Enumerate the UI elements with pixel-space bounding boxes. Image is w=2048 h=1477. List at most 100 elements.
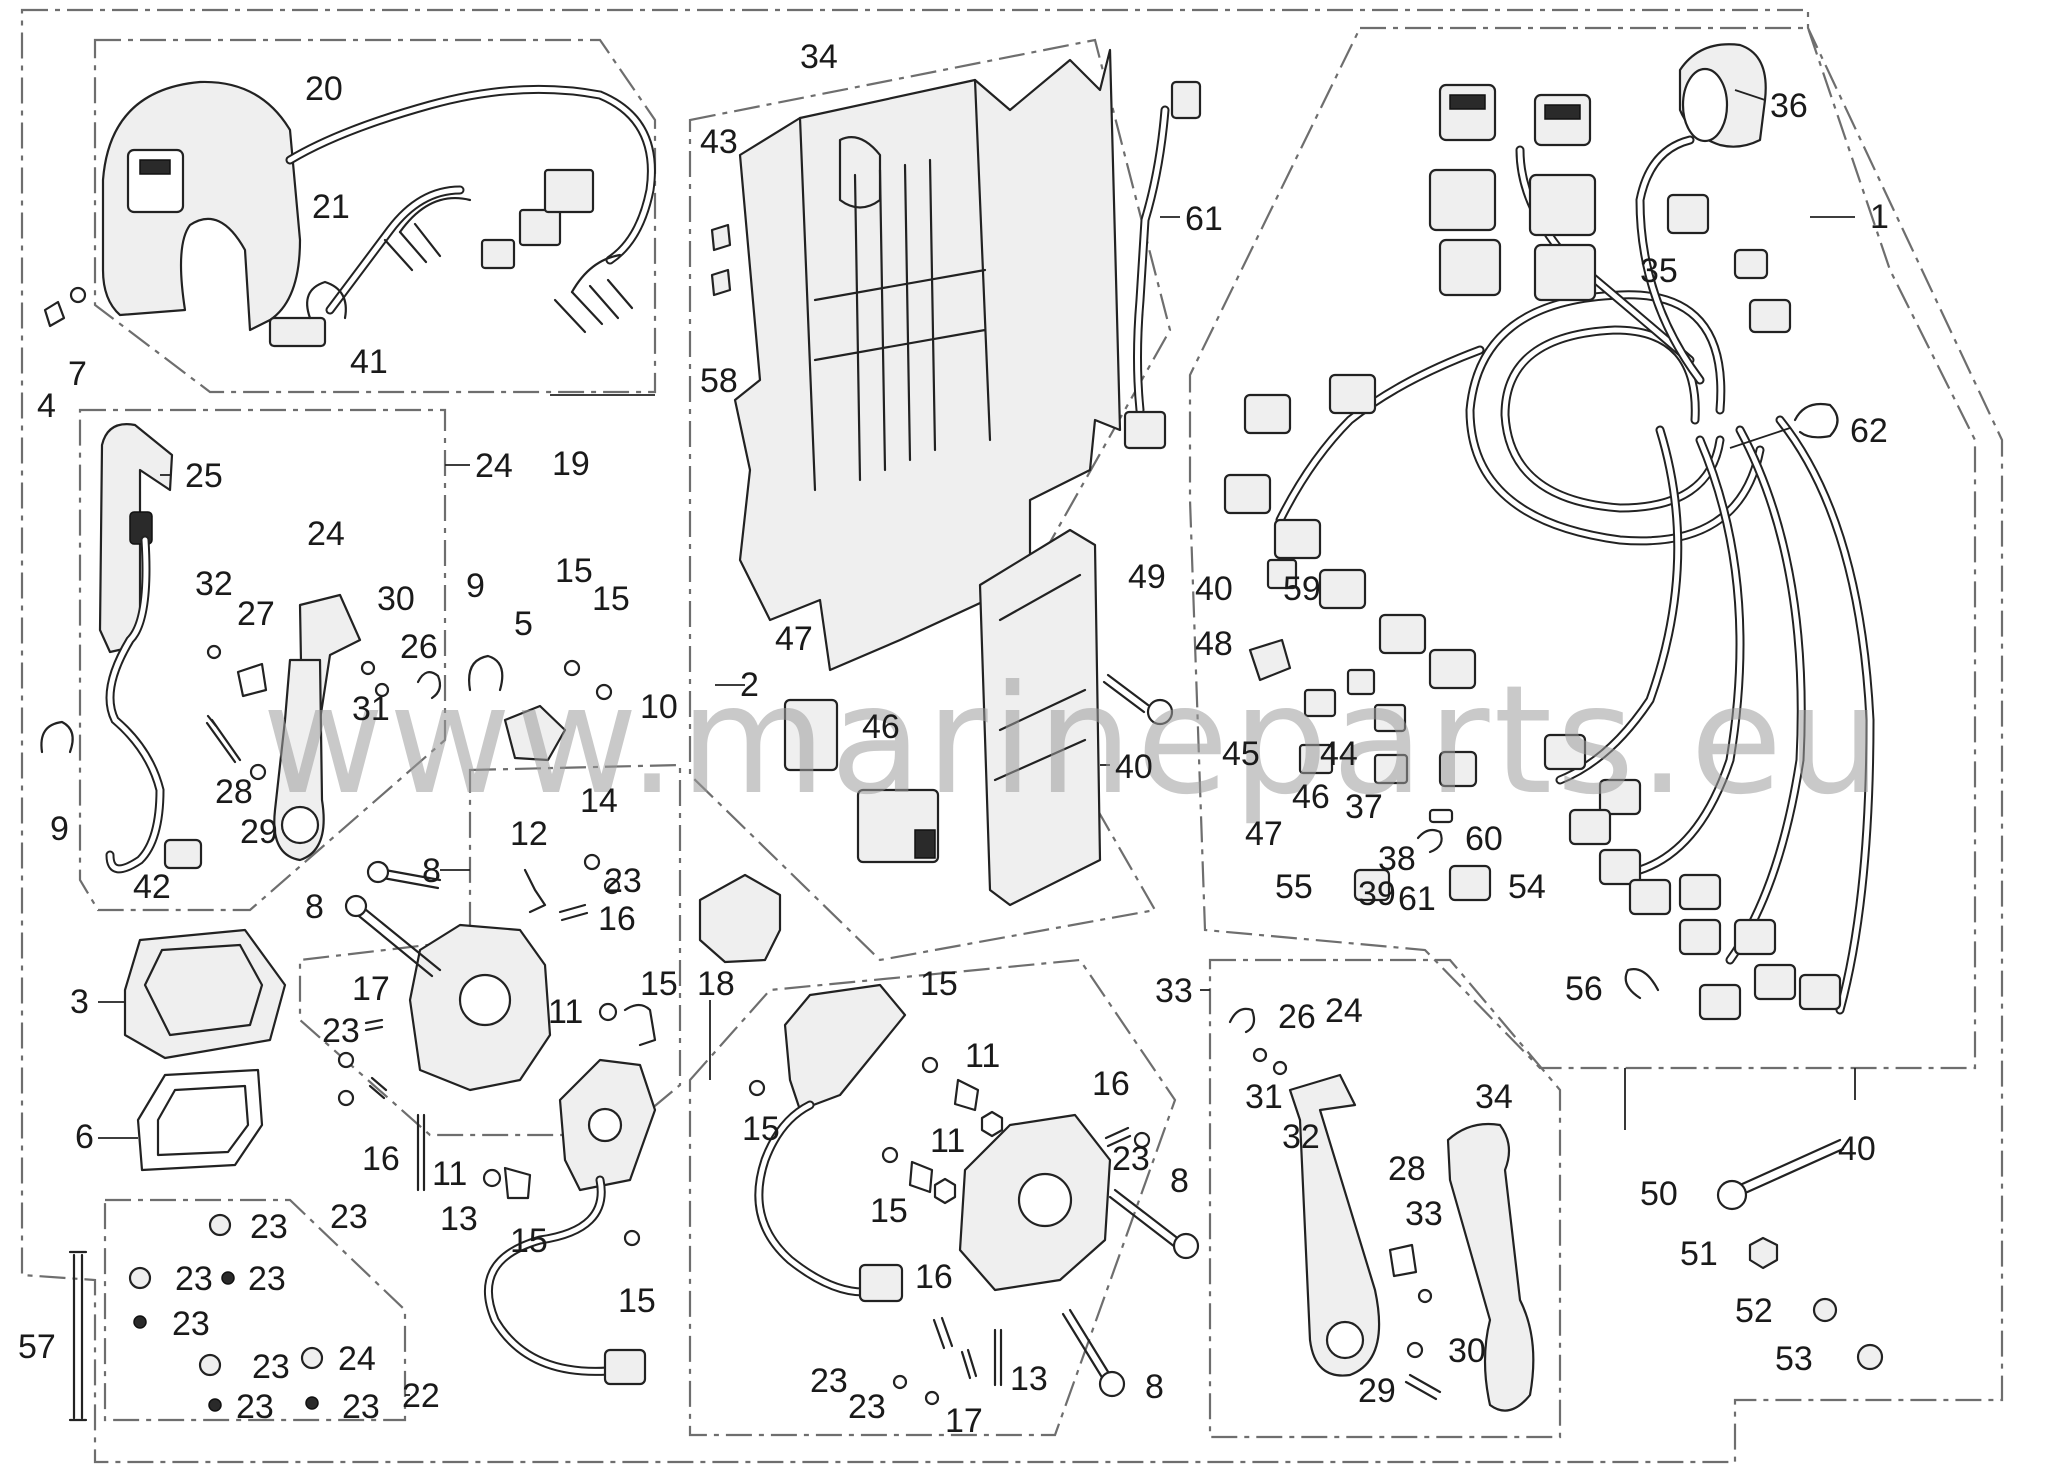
callout-22: 22 bbox=[402, 1377, 440, 1415]
callout-49: 47 bbox=[775, 620, 813, 658]
connector-45 bbox=[163, 838, 203, 870]
clip-15c bbox=[623, 1003, 657, 1047]
group-25-parts bbox=[40, 423, 442, 874]
washer-11b bbox=[482, 1168, 502, 1188]
screw-15b bbox=[595, 683, 613, 701]
callout-44: 41 bbox=[350, 343, 388, 381]
callout-20: 20 bbox=[305, 70, 343, 108]
callout-46: 44 bbox=[1320, 735, 1358, 773]
clamp-64 bbox=[1793, 402, 1839, 439]
bolt-52 bbox=[1102, 673, 1150, 714]
callout-23: 23 bbox=[604, 862, 642, 900]
group-19-boundary bbox=[93, 38, 657, 394]
callout-23: 23 bbox=[330, 1198, 368, 1236]
callout-13: 13 bbox=[440, 1200, 478, 1238]
callout-53: 50 bbox=[1640, 1175, 1678, 1213]
callout-40: 37 bbox=[1345, 788, 1383, 826]
callout-8: 8 bbox=[1170, 1162, 1189, 1200]
callout-15: 15 bbox=[920, 965, 958, 1003]
callout-61: 59 bbox=[1283, 570, 1321, 608]
callout-29: 27 bbox=[237, 595, 275, 633]
group-2-boundary bbox=[688, 38, 1172, 962]
nut-23g bbox=[305, 1396, 319, 1410]
bolt-8d bbox=[1061, 1308, 1112, 1381]
relay-42 bbox=[1266, 558, 1298, 590]
relay-49 bbox=[783, 698, 839, 772]
callout-15: 15 bbox=[618, 1282, 656, 1320]
connector-block-c bbox=[543, 168, 595, 214]
callout-32: 31 bbox=[1245, 1078, 1283, 1116]
nut-23i bbox=[892, 1374, 908, 1390]
group-18-parts bbox=[748, 983, 1200, 1406]
clip-59 bbox=[1624, 968, 1660, 1000]
nut-11d bbox=[933, 1177, 957, 1205]
callout-9: 9 bbox=[466, 567, 485, 605]
bolt-30b bbox=[1404, 1373, 1442, 1401]
callout-2: 2 bbox=[740, 666, 759, 704]
callout-7: 7 bbox=[68, 355, 87, 393]
callout-12: 12 bbox=[510, 815, 548, 853]
screw-15f bbox=[748, 1079, 766, 1097]
washer-31b bbox=[1406, 1341, 1424, 1359]
pin-17 bbox=[364, 1018, 384, 1032]
callout-24: 23 bbox=[252, 1348, 290, 1386]
connector-10 bbox=[603, 1348, 647, 1386]
screw-15a bbox=[563, 659, 581, 677]
callout-47: 46 bbox=[1292, 778, 1330, 816]
terminal-connectors-right bbox=[553, 253, 634, 334]
screw-14 bbox=[583, 853, 601, 871]
clip-40b bbox=[1416, 828, 1443, 854]
terminal-connectors-left bbox=[383, 196, 472, 272]
pin-16d bbox=[932, 1316, 954, 1350]
connector-cluster-top bbox=[1428, 83, 1597, 302]
switch-knob-18 bbox=[1017, 1172, 1073, 1228]
callout-15: 15 bbox=[640, 965, 678, 1003]
nut-24a bbox=[208, 1213, 232, 1237]
connector-1a bbox=[1748, 298, 1792, 334]
spring-9 bbox=[40, 720, 74, 754]
switch-knob-10 bbox=[458, 973, 512, 1027]
connector-18b bbox=[858, 1263, 904, 1303]
screw-15i bbox=[881, 1146, 899, 1164]
callout-23: 23 bbox=[248, 1260, 286, 1298]
connector-block-b bbox=[518, 208, 562, 247]
clip-12 bbox=[523, 868, 547, 914]
nut-23h bbox=[1133, 1131, 1151, 1149]
callout-23: 23 bbox=[810, 1362, 848, 1400]
nut-23j bbox=[924, 1390, 940, 1406]
pin-16b bbox=[368, 1076, 388, 1100]
outer-boundary bbox=[20, 8, 2004, 1464]
connector-block-a bbox=[480, 238, 516, 270]
callout-31: 29 bbox=[240, 813, 278, 851]
callout-55: 52 bbox=[1735, 1292, 1773, 1330]
screw-15e bbox=[623, 1229, 641, 1247]
callout-23: 23 bbox=[172, 1305, 210, 1343]
callout-28: 26 bbox=[400, 628, 438, 666]
callout-8: 8 bbox=[422, 852, 441, 890]
callout-59: 56 bbox=[1565, 970, 1603, 1008]
group-22-boundary bbox=[103, 1198, 407, 1422]
plate-29 bbox=[236, 662, 268, 698]
callout-21: 21 bbox=[312, 188, 350, 226]
bolt-8c bbox=[1108, 1188, 1182, 1249]
group-19-parts bbox=[43, 80, 656, 348]
connector-63a bbox=[1170, 80, 1202, 120]
callout-11: 11 bbox=[930, 1122, 965, 1160]
connector-40 bbox=[1438, 750, 1478, 788]
switch-44 bbox=[268, 316, 327, 348]
callout-41: 40 bbox=[1838, 1130, 1876, 1168]
spring-9b bbox=[468, 654, 504, 692]
callout-6: 6 bbox=[75, 1118, 94, 1156]
callout-58: 55 bbox=[1275, 868, 1313, 906]
callout-52: 49 bbox=[1128, 558, 1166, 596]
callout-5: 5 bbox=[514, 605, 533, 643]
nut-24c bbox=[198, 1353, 222, 1377]
clip-28 bbox=[416, 671, 442, 700]
callout-42: 40 bbox=[1195, 570, 1233, 608]
callout-15: 15 bbox=[510, 1222, 548, 1260]
ecu-43 bbox=[978, 528, 1102, 907]
callout-40: 38 bbox=[1378, 840, 1416, 878]
callout-33: 32 bbox=[1282, 1118, 1320, 1156]
callout-64: 62 bbox=[1850, 412, 1888, 450]
